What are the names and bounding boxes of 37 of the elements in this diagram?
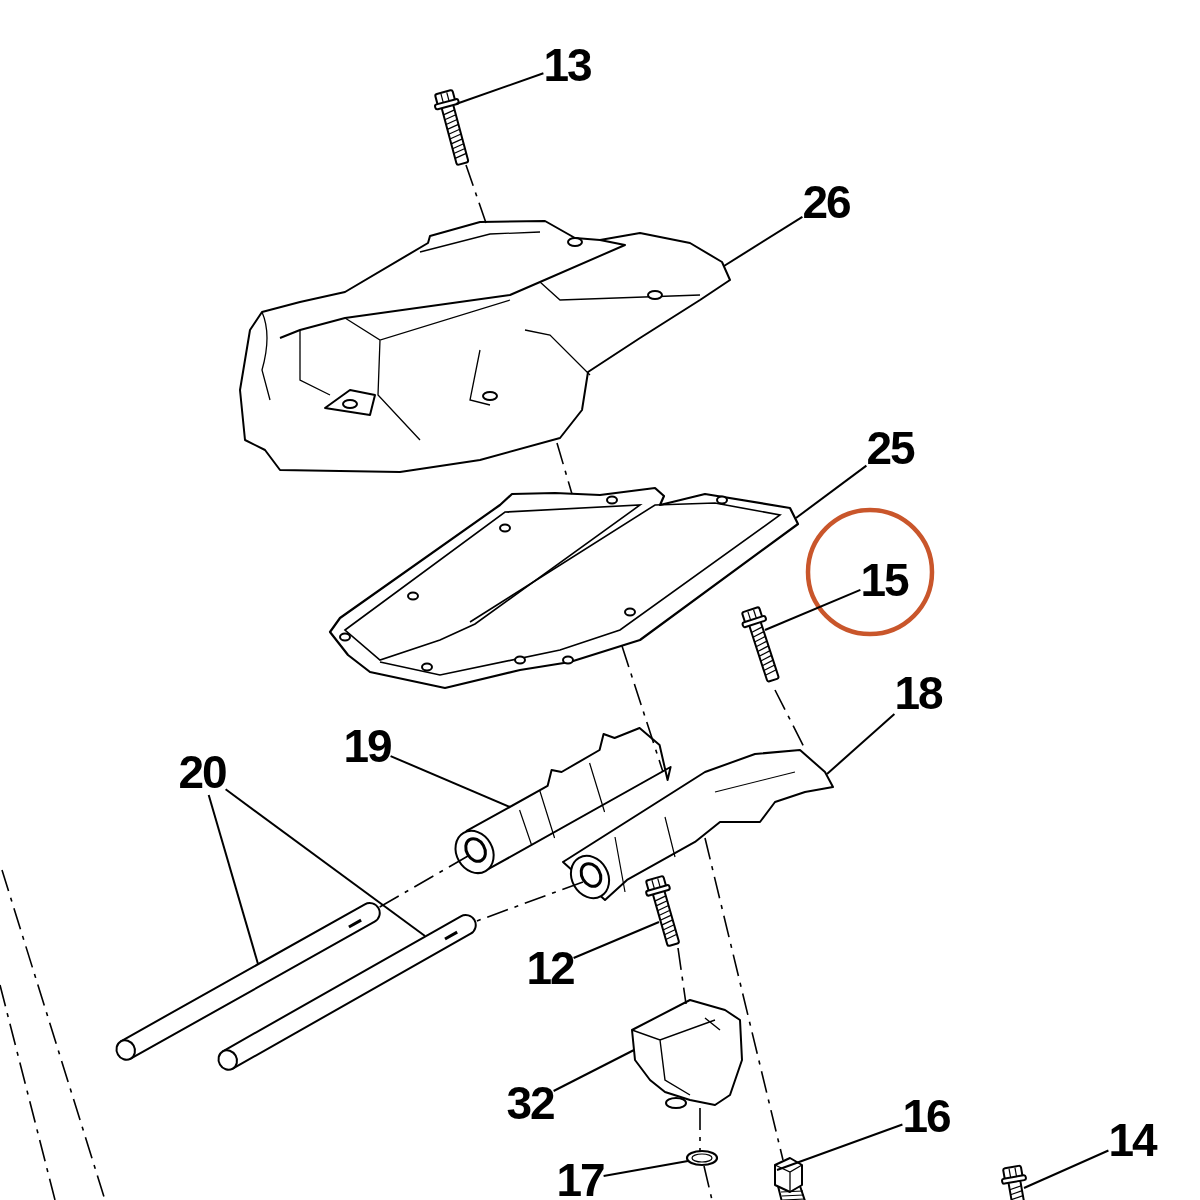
center-line — [704, 837, 784, 1161]
leader-line — [723, 215, 804, 267]
callout-number: 20 — [178, 749, 226, 795]
callout-number: 32 — [506, 1080, 554, 1126]
part-drawing — [328, 486, 800, 690]
leader-line — [224, 788, 426, 937]
part-drawing — [685, 1149, 719, 1167]
callout-number: 16 — [902, 1093, 950, 1139]
callout-number: 15 — [860, 557, 908, 603]
center-line — [677, 947, 687, 1005]
leader-line — [776, 1123, 904, 1171]
leader-line — [389, 755, 511, 808]
leader-line — [826, 713, 896, 775]
center-line — [621, 645, 664, 773]
center-line — [377, 855, 469, 909]
leader-line — [207, 794, 259, 965]
callout-number: 13 — [543, 42, 591, 88]
leader-line — [455, 72, 545, 105]
center-line — [556, 442, 573, 495]
callout-number: 19 — [343, 723, 391, 769]
callout-number: 26 — [802, 179, 850, 225]
leader-line — [764, 588, 862, 631]
callout-number: 18 — [894, 670, 942, 716]
callout-number: 12 — [526, 945, 574, 991]
callout-number: 17 — [556, 1157, 604, 1200]
center-line — [699, 1107, 701, 1152]
part-drawing — [238, 219, 732, 474]
callout-number: 25 — [866, 425, 914, 471]
leader-line — [602, 1160, 689, 1177]
center-line — [465, 164, 487, 224]
leader-line — [552, 1049, 635, 1092]
leader-line — [572, 921, 660, 959]
center-line — [703, 1165, 713, 1200]
callout-number: 14 — [1108, 1117, 1156, 1163]
leader-line — [1023, 1149, 1110, 1189]
part-drawing — [630, 998, 744, 1110]
leader-line — [795, 464, 868, 519]
